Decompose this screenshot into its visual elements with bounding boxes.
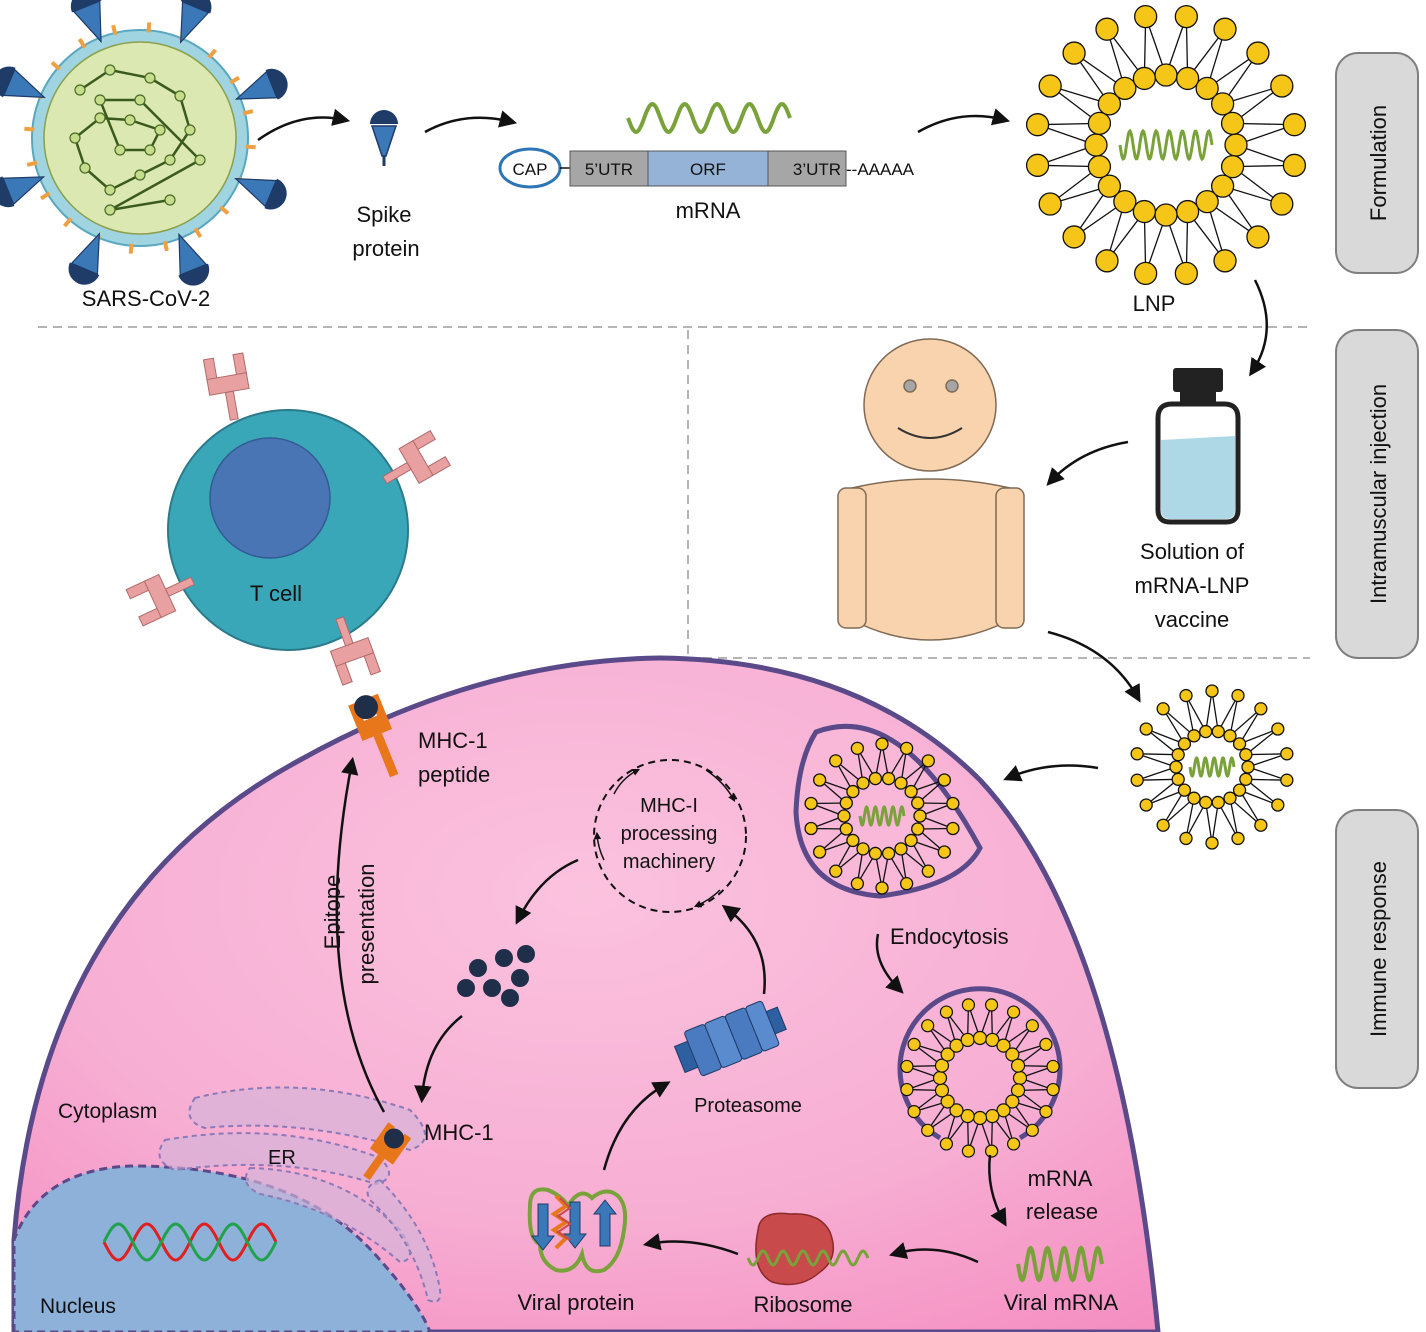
mhc1-label: MHC-1: [424, 1120, 494, 1145]
epitope-label-line2: presentation: [354, 863, 379, 984]
mhc-peptide-label-line2: peptide: [418, 762, 490, 787]
arrow-mhci-to-peptides: [515, 858, 579, 925]
mhci-label-line1: MHC-I: [640, 795, 698, 817]
mhci-label-line2: processing: [621, 823, 718, 845]
arrow-proteasome-to-mhci: [721, 904, 766, 995]
nucleus-label: Nucleus: [40, 1295, 116, 1318]
mrna-wave: [626, 101, 792, 135]
arrow-lnp-to-cell: [1003, 764, 1099, 782]
arrow-mrna-release: [988, 1154, 1007, 1227]
sars-cov-2-label: SARS-CoV-2: [82, 286, 210, 311]
t-cell-label: T cell: [250, 581, 302, 606]
lnp-label: LNP: [1133, 291, 1176, 316]
solution-label-line1: Solution of: [1140, 539, 1245, 564]
arrow-epitope-presentation: [335, 756, 386, 1113]
arrow-protein-to-proteasome: [602, 1081, 671, 1171]
endoplasmic-reticulum: [158, 1086, 442, 1303]
lnp-small-icon: [1130, 684, 1294, 850]
mhc1-peptide-icon: [348, 693, 399, 778]
viral-protein-icon: [527, 1187, 628, 1274]
er-label: ER: [268, 1147, 296, 1169]
mrna-release-label-line1: mRNA: [1028, 1166, 1093, 1191]
mrna-construct: CAP 5’UTR ORF 3’UTR --AAAAA: [498, 147, 915, 189]
mrna-release-label-line2: release: [1026, 1199, 1098, 1224]
t-cell: [167, 409, 409, 651]
utr3-segment: [767, 150, 847, 187]
cap-label: CAP: [513, 160, 548, 179]
section-injection: Intramuscular injection: [1335, 329, 1419, 659]
polya-label: --AAAAA: [846, 160, 915, 179]
solution-label-line2: mRNA-LNP: [1135, 573, 1250, 598]
epitope-label-line1: Epitope: [320, 875, 345, 950]
orf-label: ORF: [690, 160, 726, 179]
proteasome-label: Proteasome: [694, 1095, 802, 1117]
arrow-mrna-to-ribosome: [888, 1242, 979, 1264]
section-formulation-label: Formulation: [1366, 105, 1391, 221]
mhc1-er-icon: [363, 1122, 412, 1181]
arrow-vial-to-person: [1046, 440, 1129, 486]
viral-protein-label: Viral protein: [518, 1290, 635, 1315]
mrna-label: mRNA: [676, 198, 741, 223]
arrow-person-to-lnp: [1047, 630, 1141, 703]
vaccine-vial-icon: [1155, 368, 1241, 525]
arrow-mrna-to-lnp: [917, 108, 1011, 134]
person-icon: [837, 338, 1025, 641]
viral-mrna-icon: [1016, 1245, 1104, 1283]
arrow-spike-to-mrna: [424, 110, 518, 134]
mhci-processing-machinery: [593, 759, 747, 913]
spike-protein-icon: [370, 110, 398, 166]
arrow-ribosome-to-protein: [642, 1233, 739, 1256]
proteasome-icon: [673, 1000, 787, 1077]
orf-segment: [647, 150, 769, 187]
lnp-icon: [1025, 4, 1307, 286]
utr3-label: 3’UTR: [793, 160, 841, 179]
mhci-label-line3: machinery: [623, 851, 715, 873]
section-immune: Immune response: [1335, 809, 1419, 1089]
solution-label-line3: vaccine: [1155, 607, 1230, 632]
section-injection-label: Intramuscular injection: [1366, 384, 1391, 604]
arrow-peptides-to-mhc1: [414, 1015, 463, 1104]
arrow-endocytosis: [875, 933, 904, 994]
viral-mrna-label: Viral mRNA: [1004, 1290, 1119, 1315]
utr5-label: 5’UTR: [585, 160, 633, 179]
section-immune-label: Immune response: [1366, 861, 1391, 1037]
peptides-icon: [457, 945, 535, 1007]
endosome-lipids-icon: [900, 998, 1060, 1158]
spike-label-line1: Spike: [356, 202, 411, 227]
sars-cov-2-virus-icon: [0, 0, 288, 286]
cytoplasm-label: Cytoplasm: [58, 1100, 157, 1123]
ribosome-label: Ribosome: [753, 1292, 852, 1317]
t-cell-receptors: [125, 352, 451, 686]
mhc-peptide-label-line1: MHC-1: [418, 728, 488, 753]
arrow-virus-to-spike: [257, 108, 351, 142]
ribosome-icon: [746, 1212, 870, 1286]
spike-label-line2: protein: [352, 236, 419, 261]
arrow-lnp-to-vial: [1249, 279, 1269, 377]
lnp-endocytosed-icon: [804, 737, 960, 895]
endocytosis-label: Endocytosis: [890, 924, 1009, 949]
section-formulation: Formulation: [1335, 52, 1419, 274]
